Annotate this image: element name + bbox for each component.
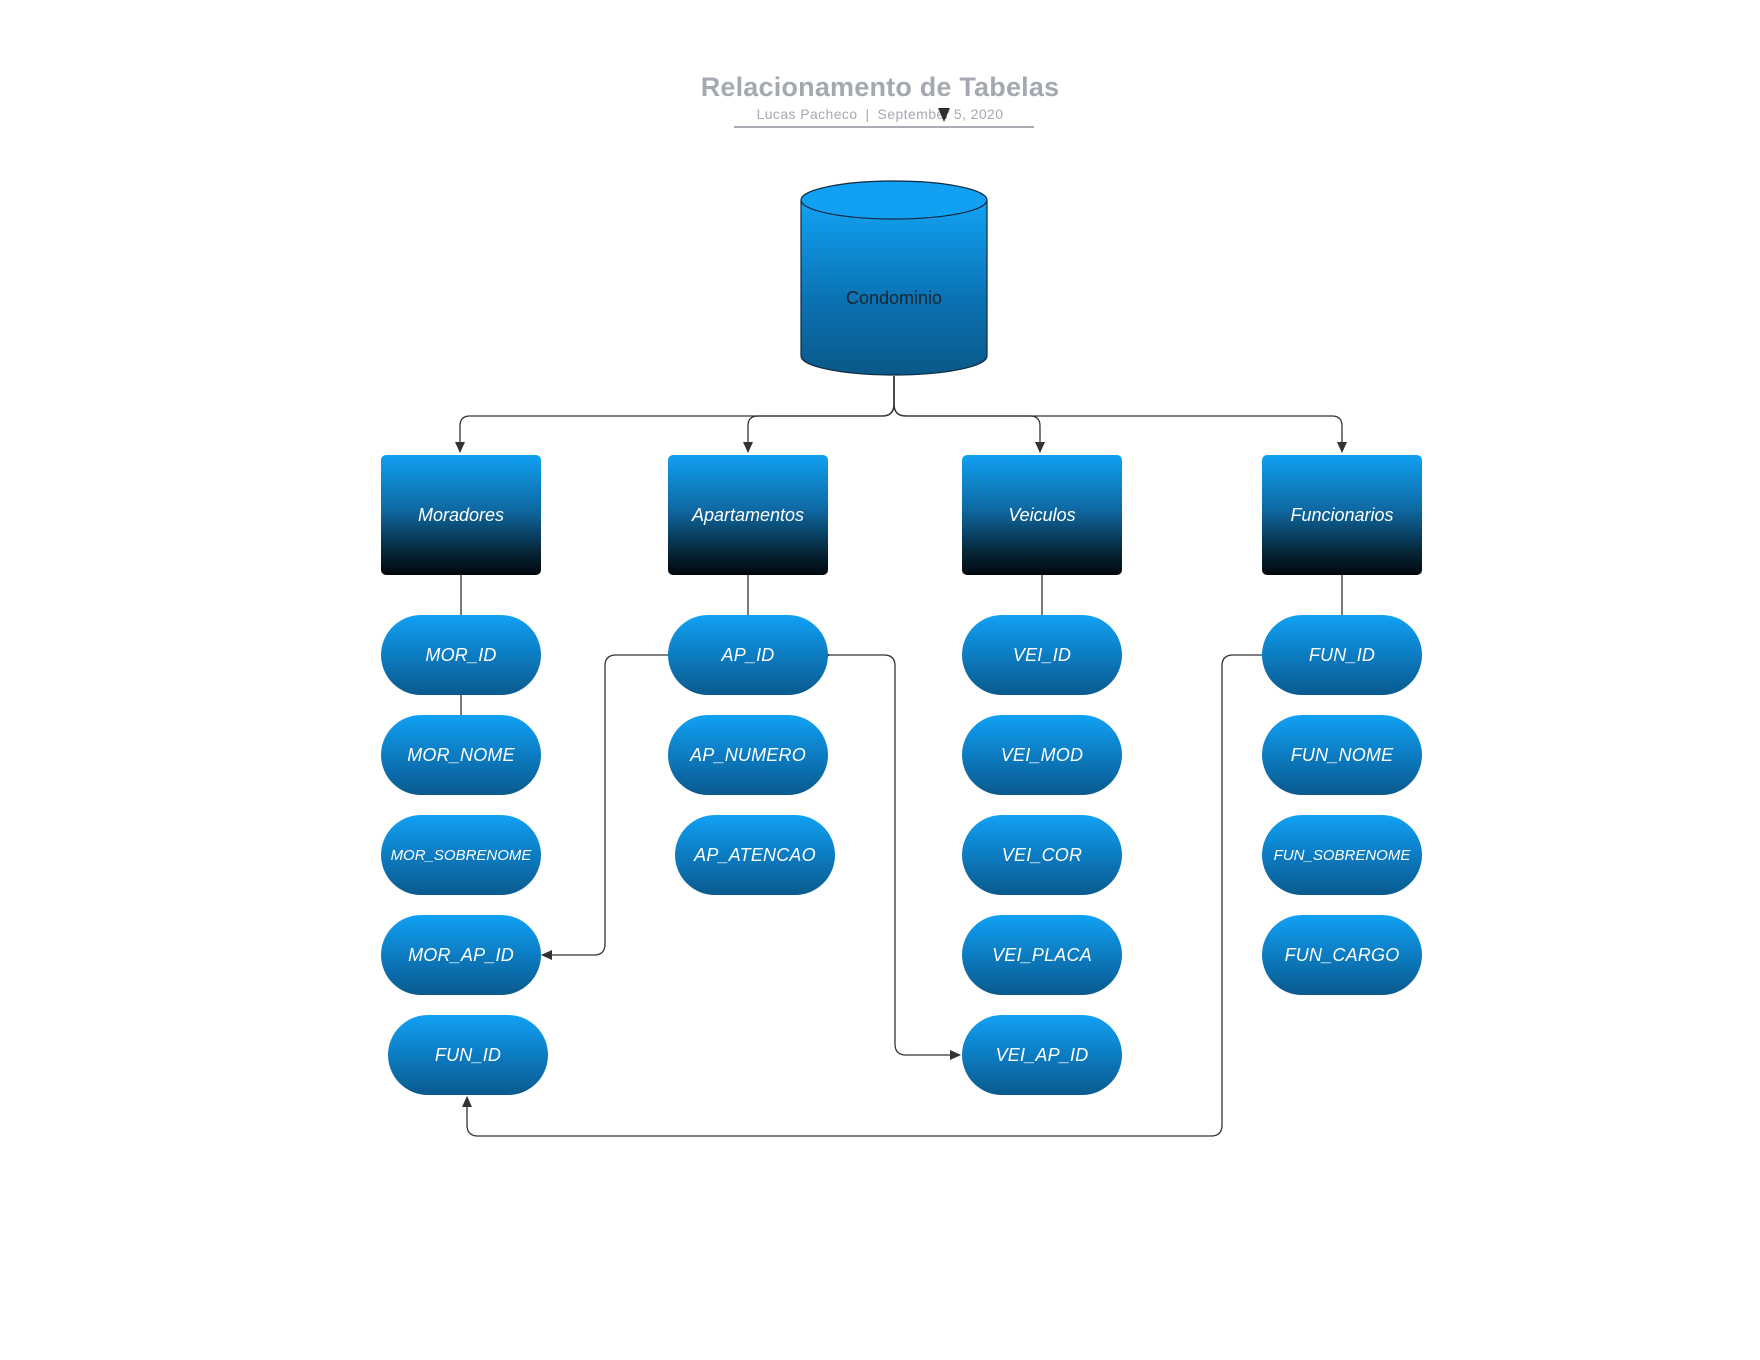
caret-down-icon — [938, 108, 950, 122]
title-underline — [734, 126, 1034, 128]
table-apartamentos[interactable]: Apartamentos — [668, 455, 828, 575]
connector-db-moradores — [455, 376, 895, 453]
field-mor-nome[interactable]: MOR_NOME — [381, 715, 541, 795]
field-fun-nome[interactable]: FUN_NOME — [1262, 715, 1422, 795]
connector-db-funcionarios — [893, 376, 1347, 453]
field-fun-id[interactable]: FUN_ID — [1262, 615, 1422, 695]
field-ap-id[interactable]: AP_ID — [668, 615, 828, 695]
field-vei-placa[interactable]: VEI_PLACA — [962, 915, 1122, 995]
database-label: Condominio — [845, 288, 943, 308]
relation-apid-veiapid — [820, 650, 961, 1060]
table-funcionarios[interactable]: Funcionarios — [1262, 455, 1422, 575]
table-veiculos[interactable]: Veiculos — [962, 455, 1122, 575]
connector-db-veiculos — [893, 376, 1045, 453]
table-moradores[interactable]: Moradores — [381, 455, 541, 575]
database-condominio[interactable]: Condominio — [800, 180, 988, 376]
field-mor-ap-id[interactable]: MOR_AP_ID — [381, 915, 541, 995]
field-mor-fun-id[interactable]: FUN_ID — [388, 1015, 548, 1095]
field-fun-cargo[interactable]: FUN_CARGO — [1262, 915, 1422, 995]
field-vei-mod[interactable]: VEI_MOD — [962, 715, 1122, 795]
author-name: Lucas Pacheco — [756, 106, 858, 122]
field-vei-id[interactable]: VEI_ID — [962, 615, 1122, 695]
subtitle-separator: | — [865, 106, 870, 122]
page-title: Relacionamento de Tabelas — [700, 72, 1060, 102]
field-ap-numero[interactable]: AP_NUMERO — [668, 715, 828, 795]
cylinder-icon — [800, 180, 988, 376]
relation-funid-morfunid — [462, 654, 1262, 1137]
connector-db-apartamentos — [743, 376, 895, 453]
field-fun-sobrenome[interactable]: FUN_SOBRENOME — [1262, 815, 1422, 895]
field-mor-id[interactable]: MOR_ID — [381, 615, 541, 695]
field-vei-ap-id[interactable]: VEI_AP_ID — [962, 1015, 1122, 1095]
field-mor-sobrenome[interactable]: MOR_SOBRENOME — [381, 815, 541, 895]
relation-apid-morapid — [541, 650, 678, 960]
field-ap-atencao[interactable]: AP_ATENCAO — [675, 815, 835, 895]
field-vei-cor[interactable]: VEI_COR — [962, 815, 1122, 895]
